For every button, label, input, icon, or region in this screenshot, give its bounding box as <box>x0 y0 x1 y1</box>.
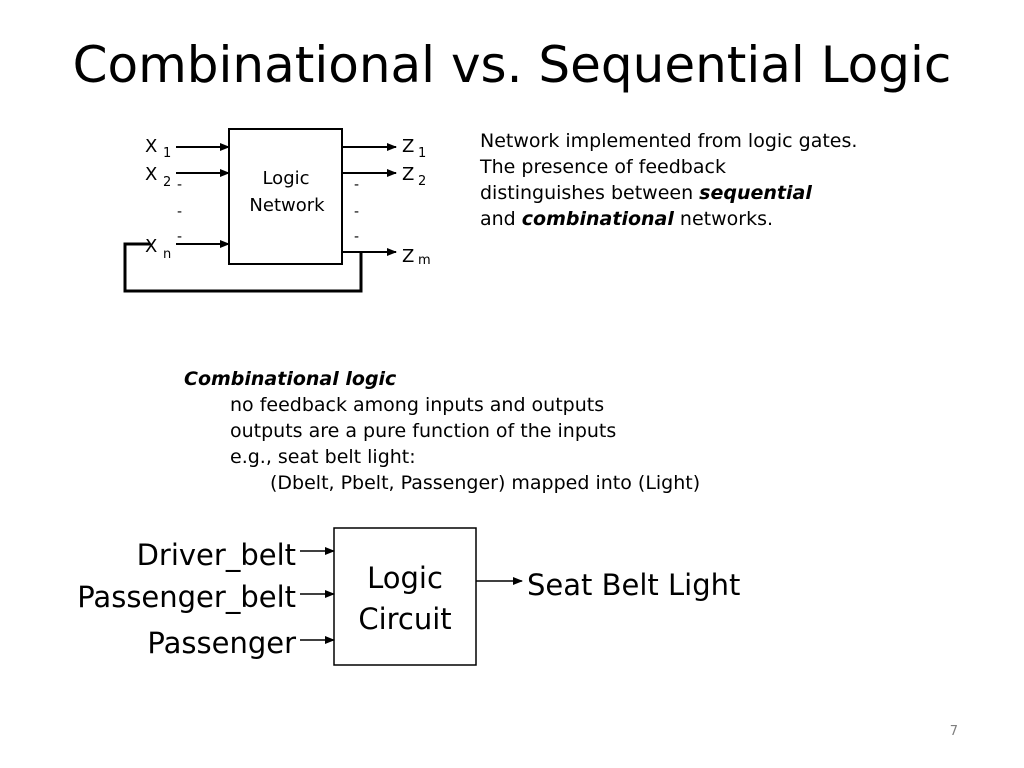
description-line-4-prefix: and <box>480 208 522 230</box>
input-label-xn: X <box>145 236 157 257</box>
output-label-z1: Z <box>402 136 414 157</box>
description-line-1: Network implemented from logic gates. <box>480 130 858 152</box>
combinational-point-2: outputs are a pure function of the input… <box>230 420 617 442</box>
combinational-example: (Dbelt, Pbelt, Passenger) mapped into (L… <box>270 472 701 494</box>
output-sub-zm: m <box>418 253 431 268</box>
input-label-x1: X <box>145 136 157 157</box>
logic-circuit-box <box>333 527 477 666</box>
description-line-2: The presence of feedback <box>480 156 726 178</box>
logic-network-label-line1: Logic <box>262 168 309 189</box>
input-label-passenger-belt: Passenger_belt <box>77 580 296 614</box>
output-label-zm: Z <box>402 246 414 267</box>
network-description: Network implemented from logic gates. Th… <box>480 128 857 232</box>
page-number: 7 <box>949 724 958 739</box>
logic-network-diagram: Logic Network X 1 X 2 X n - - - Z 1 Z 2 … <box>123 128 431 293</box>
combinational-point-1: no feedback among inputs and outputs <box>230 394 605 416</box>
input-ellipsis-2: - <box>177 204 182 220</box>
input-ellipsis-1: - <box>177 177 182 193</box>
output-ellipsis-1: - <box>354 177 359 193</box>
seatbelt-circuit-diagram: Logic Circuit Driver_belt Passenger_belt… <box>77 527 740 666</box>
logic-network-box <box>228 128 343 265</box>
emphasis-sequential: sequential <box>699 182 812 204</box>
description-line-4: and combinational networks. <box>480 206 857 232</box>
logic-circuit-label-line2: Circuit <box>358 602 451 636</box>
input-sub-x1: 1 <box>163 146 171 161</box>
description-line-4-suffix: networks. <box>673 208 774 230</box>
input-sub-x2: 2 <box>163 175 171 190</box>
description-line-3: distinguishes between sequential <box>480 180 857 206</box>
output-label-z2: Z <box>402 164 414 185</box>
input-ellipsis-3: - <box>177 229 182 245</box>
combinational-point-3: e.g., seat belt light: <box>230 446 416 468</box>
input-label-passenger: Passenger <box>147 626 296 660</box>
output-sub-z2: 2 <box>418 174 426 189</box>
input-label-driver-belt: Driver_belt <box>137 538 296 572</box>
output-sub-z1: 1 <box>418 146 426 161</box>
feedback-loop <box>123 242 363 293</box>
logic-circuit-label-line1: Logic <box>367 561 443 595</box>
input-label-x2: X <box>145 164 157 185</box>
emphasis-combinational: combinational <box>521 208 674 230</box>
description-line-3-prefix: distinguishes between <box>480 182 700 204</box>
input-sub-xn: n <box>163 247 171 262</box>
output-label-seat-belt-light: Seat Belt Light <box>527 568 740 602</box>
slide-title: Combinational vs. Sequential Logic <box>72 36 952 94</box>
output-ellipsis-2: - <box>354 204 359 220</box>
combinational-heading: Combinational logic <box>184 366 700 392</box>
logic-network-label-line2: Network <box>249 195 325 216</box>
combinational-heading-text: Combinational logic <box>184 368 397 390</box>
output-ellipsis-3: - <box>354 229 359 245</box>
combinational-logic-notes: Combinational logic no feedback among in… <box>184 366 700 496</box>
